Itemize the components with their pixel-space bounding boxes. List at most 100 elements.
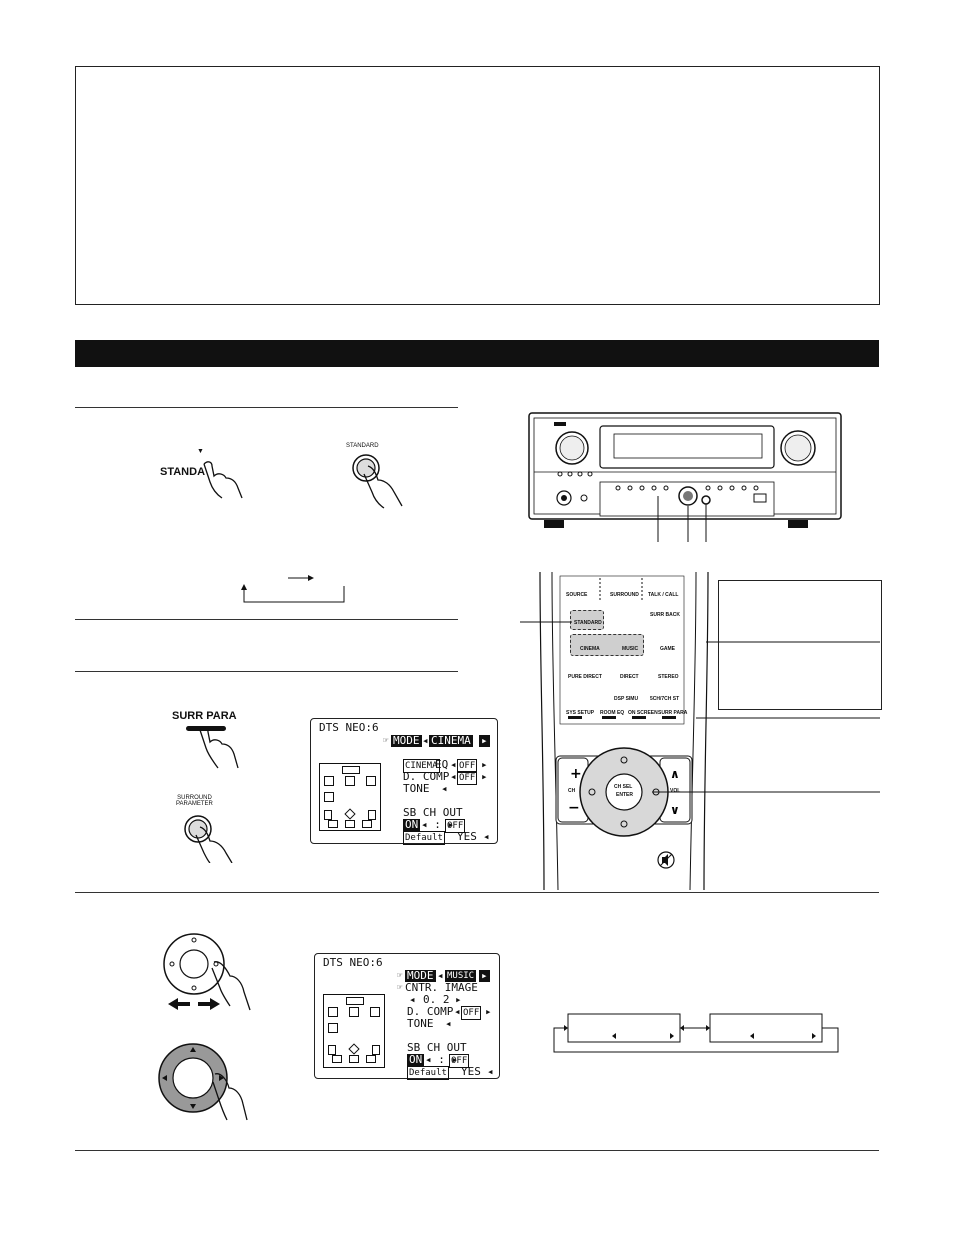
osd-right-arrow-icon: ▸ xyxy=(481,770,488,783)
receiver-illustration xyxy=(526,410,846,542)
osd-dcomp-label: D. COMP xyxy=(407,1005,454,1018)
step-rule-5 xyxy=(75,1150,879,1151)
osd-eq-label: EQ xyxy=(435,758,449,771)
round-button-icon xyxy=(352,454,403,509)
remote-5ch7ch-label: 5CH/7CH ST xyxy=(650,696,680,702)
osd-left-arrow-icon: ◂ xyxy=(445,1017,452,1030)
remote-dsp-simu-label: DSP SIMU xyxy=(614,696,639,702)
osd-sb-label: SB CH OUT xyxy=(407,1041,467,1054)
speaker-layout-diagram xyxy=(323,994,385,1068)
osd-right-arrow-icon: ▸ xyxy=(481,758,488,771)
osd-tone-label: TONE xyxy=(403,782,430,795)
osd-left-arrow-icon: ◂ xyxy=(422,734,429,747)
osd-left-arrow-icon: ◂ xyxy=(487,1065,494,1078)
osd-image-value: 0. 2 xyxy=(423,993,450,1006)
remote-vol-label: VOL xyxy=(670,788,681,794)
remote-game-label: GAME xyxy=(660,646,675,652)
note-frame xyxy=(75,66,880,305)
surr-para-illustration: SURR PARA xyxy=(172,710,262,770)
remote-pure-direct-label: PURE DIRECT xyxy=(568,674,602,680)
svg-text:∨: ∨ xyxy=(670,803,680,817)
osd-sb-on: ON xyxy=(403,818,421,831)
remote-on-screen-label: ON SCREEN xyxy=(628,710,658,716)
osd-left-arrow-icon: ◂ xyxy=(483,830,490,843)
surround-parameter-caption: SURROUND PARAMETER xyxy=(176,795,213,807)
standard-remote-illustration: STANDARD xyxy=(340,440,420,510)
osd-sb-off: OFF xyxy=(449,1054,470,1068)
osd-dcomp-value: OFF xyxy=(461,1006,482,1020)
speaker-layout-diagram xyxy=(319,763,381,831)
cursor-pad-illustration xyxy=(155,1042,255,1122)
remote-ch-sel-label: CH SEL xyxy=(614,784,633,790)
direction-dial-illustration xyxy=(158,930,258,1018)
osd-default-label: Default xyxy=(403,831,445,845)
remote-callout-lines xyxy=(520,621,880,793)
osd-eq-value: OFF xyxy=(457,759,478,773)
remote-cinema-music-highlight xyxy=(570,634,644,656)
osd-yes-label: YES xyxy=(461,1065,481,1078)
round-button-icon xyxy=(184,815,233,863)
hand-icon xyxy=(203,461,243,499)
remote-cinema-label: CINEMA xyxy=(580,646,600,652)
standard-hand-illustration: STANDA ▼ xyxy=(160,440,260,500)
hand-icon xyxy=(199,727,239,769)
remote-standard-label: STANDARD xyxy=(574,620,602,626)
osd-left-arrow-icon: ◂ xyxy=(450,770,457,783)
svg-text:−: − xyxy=(568,800,580,816)
osd-screen-music: DTS NEO:6 ☞ MODE ◂ MUSIC ▸ ☞ CNTR. IMAGE… xyxy=(314,953,500,1080)
surr-para-label: SURR PARA xyxy=(172,710,237,722)
toggle-cycle-diagram xyxy=(553,1013,839,1053)
remote-ch-label: CH xyxy=(568,788,576,794)
osd-sb-on: ON xyxy=(407,1053,425,1066)
osd-cinema-tag: CINEMA xyxy=(403,759,440,773)
osd-right-arrow-icon: ▸ xyxy=(455,993,462,1006)
osd-sb-label: SB CH OUT xyxy=(403,806,463,819)
receiver-front-panel xyxy=(528,412,842,542)
side-note-box xyxy=(718,580,882,710)
osd-left-arrow-icon: ◂ xyxy=(437,969,444,982)
svg-text:+: + xyxy=(570,766,582,782)
step-rule-4 xyxy=(75,892,879,893)
osd-left-arrow-icon: ◂ xyxy=(454,1005,461,1018)
osd-mode-label: MODE xyxy=(391,734,422,747)
osd-yes-label: YES xyxy=(457,830,477,843)
osd-cursor-icon: ☞ xyxy=(397,983,403,993)
standard-caption: STANDARD xyxy=(346,443,379,449)
osd-cursor-icon: ☞ xyxy=(397,971,403,981)
remote-surr-back-label: SURR BACK xyxy=(650,612,680,618)
osd-mode-label: MODE xyxy=(405,969,436,982)
remote-talk-call-label: TALK / CALL xyxy=(648,592,679,598)
remote-illustration: + − ∧ ∨ SOURCE SURROUND TALK / CALL STAN… xyxy=(536,572,712,890)
step-rule-1 xyxy=(75,407,458,408)
osd-dcomp-value: OFF xyxy=(457,771,478,785)
remote-enter-label: ENTER xyxy=(616,792,633,798)
osd-tone-label: TONE xyxy=(407,1017,434,1030)
osd-right-arrow-icon: ▸ xyxy=(479,969,490,982)
osd-sb-off: OFF xyxy=(445,819,466,833)
remote-music-label: MUSIC xyxy=(622,646,639,652)
remote-surround-label: SURROUND xyxy=(610,592,639,598)
standard-button-label: STANDA xyxy=(160,466,206,478)
remote-surr-para-label: SURR PARA xyxy=(658,710,688,716)
osd-right-arrow-icon: ▸ xyxy=(485,1005,492,1018)
osd-dcomp-label: D. COMP xyxy=(403,770,450,783)
surround-parameter-illustration: SURROUND PARAMETER xyxy=(172,795,252,863)
osd-left-arrow-icon: ◂ xyxy=(409,993,416,1006)
osd-title: DTS NEO:6 xyxy=(319,721,379,734)
indicator-arrow-icon: ▼ xyxy=(197,448,204,455)
section-header-bar xyxy=(75,340,879,367)
osd-screen-cinema: DTS NEO:6 ☞ MODE ◂ CINEMA ▸ CINEMA EQ ◂ … xyxy=(310,718,498,845)
remote-room-eq-label: ROOM EQ xyxy=(600,710,625,716)
remote-direct-label: DIRECT xyxy=(620,674,639,680)
osd-left-arrow-icon: ◂ xyxy=(441,782,448,795)
step-rule-2 xyxy=(75,619,458,620)
osd-mode-value: MUSIC xyxy=(445,970,477,982)
remote-standard-highlight xyxy=(570,610,604,630)
osd-cursor-icon: ☞ xyxy=(383,736,389,746)
mode-cycle-diagram xyxy=(241,575,345,603)
remote-source-label: SOURCE xyxy=(566,592,588,598)
osd-left-arrow-icon: ◂ xyxy=(450,758,457,771)
dial-icon xyxy=(163,933,251,1011)
osd-right-arrow-icon: ▸ xyxy=(479,734,490,747)
svg-text:∧: ∧ xyxy=(670,767,680,781)
